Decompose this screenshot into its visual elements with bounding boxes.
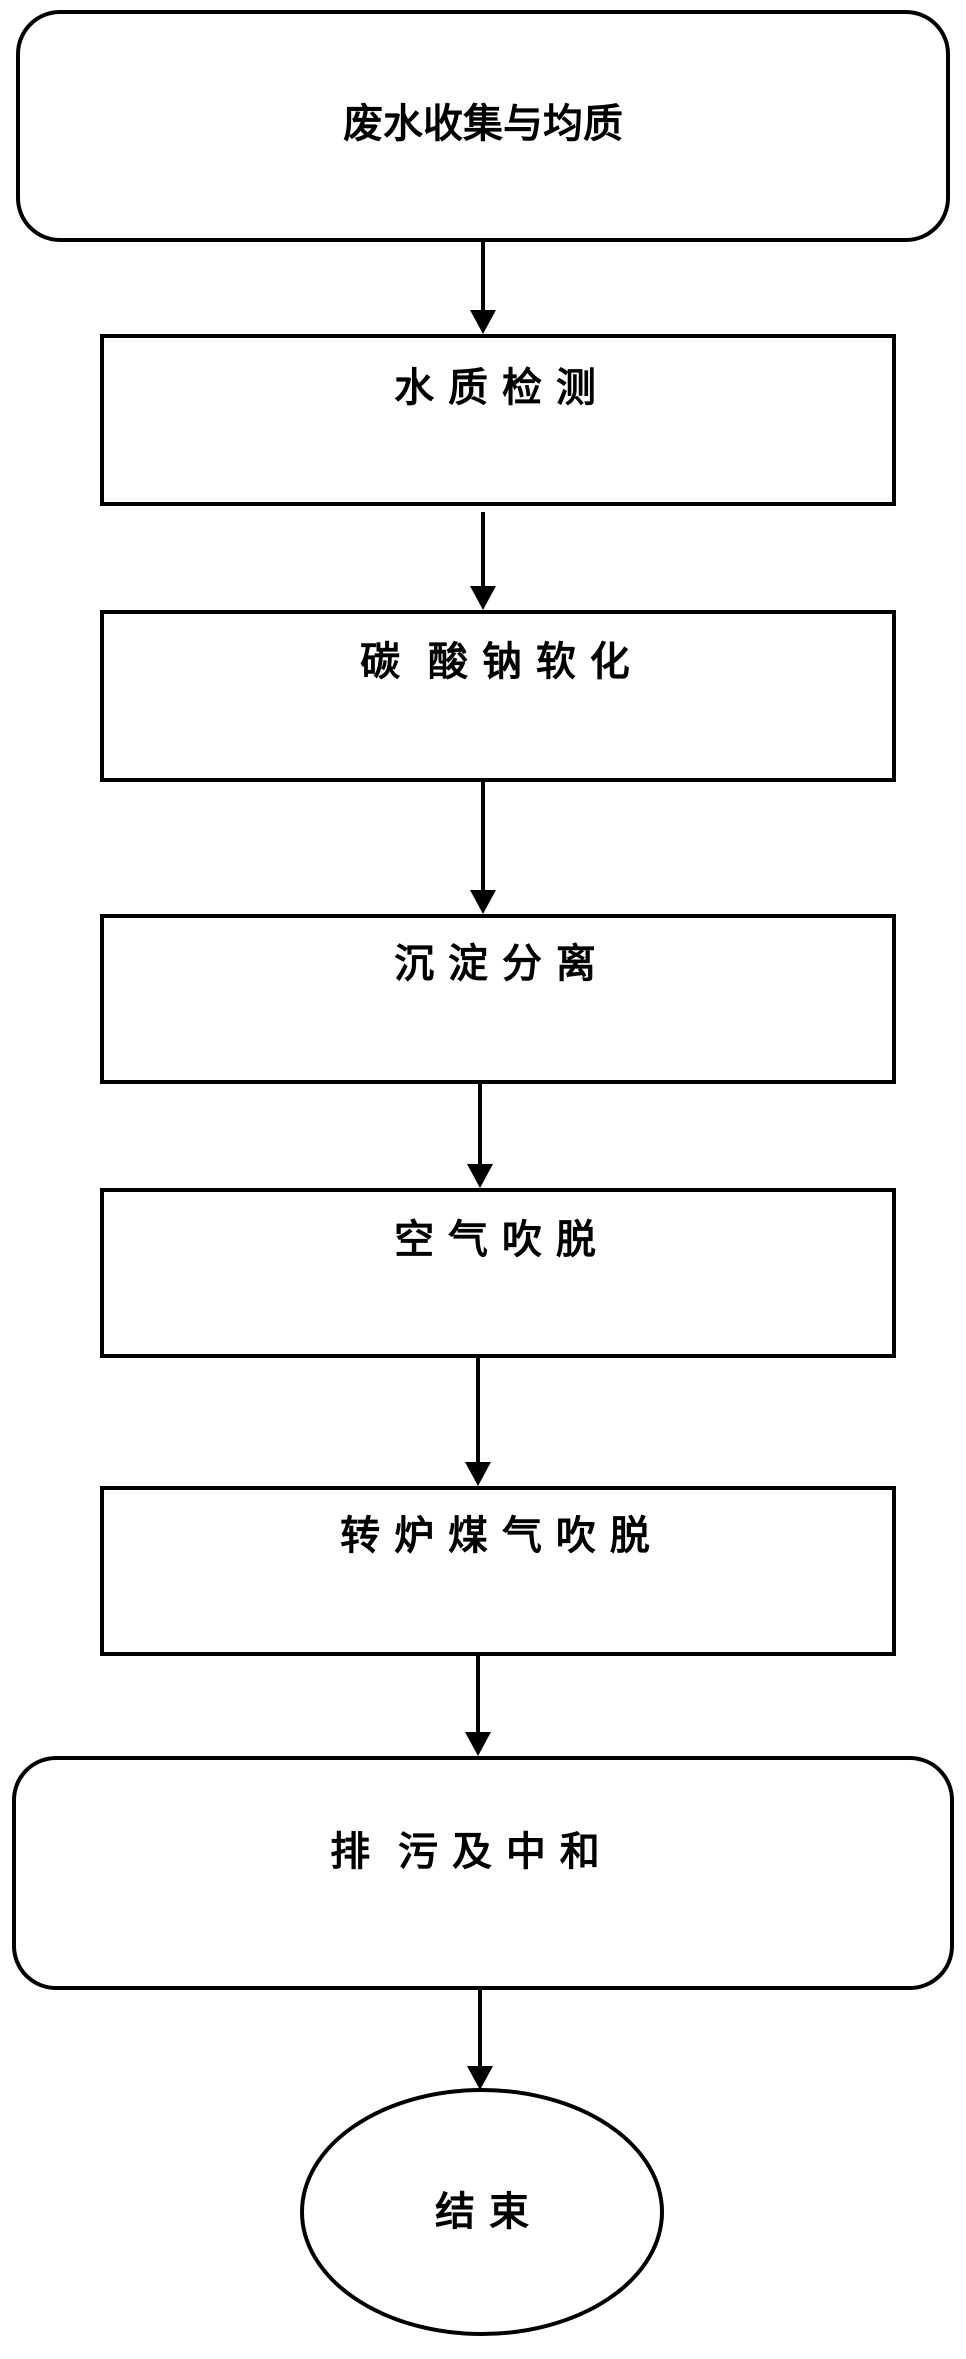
- arrow-3: [470, 780, 496, 914]
- step-soften-box: [100, 610, 896, 782]
- step-air-strip-label: 空 气 吹 脱: [394, 1217, 596, 1263]
- step-gas-strip-label: 转 炉 煤 气 吹 脱: [340, 1513, 650, 1559]
- arrow-5: [465, 1356, 491, 1486]
- step-test-box: [100, 334, 896, 506]
- step-test: 水 质 检 测: [100, 334, 896, 506]
- step-soften: 碳 酸 钠 软 化: [100, 610, 896, 782]
- step-soften-label: 碳 酸 钠 软 化: [360, 639, 630, 685]
- step-end-label: 结 束: [435, 2189, 529, 2235]
- step-end: 结 束: [300, 2088, 664, 2336]
- step-discharge-box: [12, 1756, 954, 1990]
- step-gas-strip-box: [100, 1486, 896, 1656]
- arrow-4: [467, 1082, 493, 1188]
- arrow-1: [470, 240, 496, 334]
- step-discharge-label: 排 污 及 中 和: [330, 1829, 600, 1875]
- step-discharge: 排 污 及 中 和: [12, 1756, 954, 1990]
- step-collect-label: 废水收集与均质: [343, 101, 623, 147]
- step-settle-box: [100, 914, 896, 1084]
- step-air-strip-box: [100, 1188, 896, 1358]
- step-air-strip: 空 气 吹 脱: [100, 1188, 896, 1358]
- arrow-6: [465, 1654, 491, 1756]
- arrow-7: [467, 1988, 493, 2090]
- step-end-ellipse: [300, 2088, 664, 2336]
- step-gas-strip: 转 炉 煤 气 吹 脱: [100, 1486, 896, 1656]
- step-test-label: 水 质 检 测: [394, 365, 596, 411]
- step-settle: 沉 淀 分 离: [100, 914, 896, 1084]
- arrow-2: [470, 512, 496, 610]
- step-collect: 废水收集与均质: [16, 10, 950, 242]
- step-settle-label: 沉 淀 分 离: [394, 941, 596, 987]
